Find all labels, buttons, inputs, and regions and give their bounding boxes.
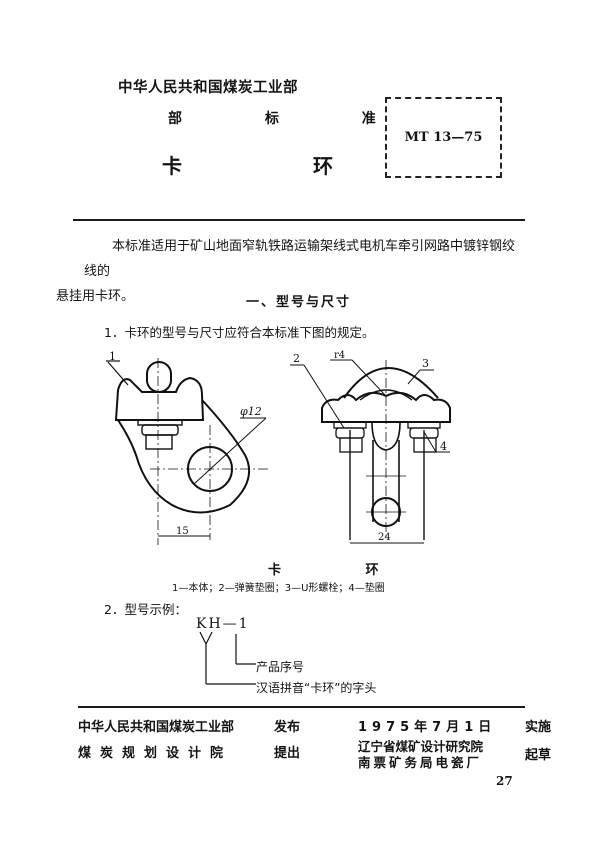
annotation-prefix: 汉语拼音“卡环”的字头 <box>256 681 377 695</box>
footer-divider <box>78 706 525 708</box>
propose-action: 提出 <box>274 746 301 761</box>
dimension-24: 24 <box>378 532 391 543</box>
standard-code: MT 13—75 <box>404 130 483 145</box>
drafter-1: 辽宁省煤矿设计研究院 <box>358 739 484 754</box>
ministry-name: 中华人民共和国煤炭工业部 <box>118 80 298 96</box>
dimension-15: 15 <box>176 526 189 537</box>
draft-action: 起草 <box>525 748 552 763</box>
intro-line-1: 本标准适用于矿山地面窄轨铁路运输架线式电机车牵引网路中镀锌钢绞线的 <box>84 239 516 279</box>
model-annotation-lines <box>199 631 256 685</box>
intro-line-2: 悬挂用卡环。 <box>56 289 135 304</box>
figure-legend: 1—本体；2—弹簧垫圈；3—U形螺栓；4—垫圈 <box>172 583 385 594</box>
diameter-label: φ12 <box>240 405 262 418</box>
left-view <box>106 358 268 545</box>
callout-3: 3 <box>422 357 429 370</box>
issuer: 中华人民共和国煤炭工业部 <box>78 720 235 735</box>
callout-r4: r4 <box>334 350 345 361</box>
figure-caption: 卡 环 <box>268 563 419 578</box>
annotation-serial: 产品序号 <box>256 660 305 674</box>
issue-action: 发布 <box>274 720 301 735</box>
standard-code-box: MT 13—75 <box>385 97 502 178</box>
effective-action: 实施 <box>525 720 552 735</box>
item-1-text: 1．卡环的型号与尺寸应符合本标准下图的规定。 <box>104 325 375 340</box>
standard-label: 部 标 准 <box>168 111 402 127</box>
shackle-drawing: 1 φ12 15 <box>106 350 451 545</box>
proposer: 煤炭规划设计院 <box>78 746 233 761</box>
intro-paragraph: 本标准适用于矿山地面窄轨铁路运输架线式电机车牵引网路中镀锌钢绞线的 悬挂用卡环。 <box>56 234 524 309</box>
right-view <box>290 359 451 544</box>
callout-1: 1 <box>109 350 116 363</box>
item-2-text: 2．型号示例： <box>104 602 187 617</box>
document-title: 卡 环 <box>162 154 395 178</box>
effective-date: 1975年7月1日 <box>358 720 497 735</box>
callout-4: 4 <box>440 440 447 453</box>
callout-2: 2 <box>293 352 300 365</box>
drafter-2: 南票矿务局电瓷厂 <box>358 755 483 770</box>
page-number: 27 <box>496 774 513 788</box>
section-heading: 一、型号与尺寸 <box>246 295 352 310</box>
model-code: KH—1 <box>196 616 250 632</box>
header-divider <box>73 219 525 221</box>
